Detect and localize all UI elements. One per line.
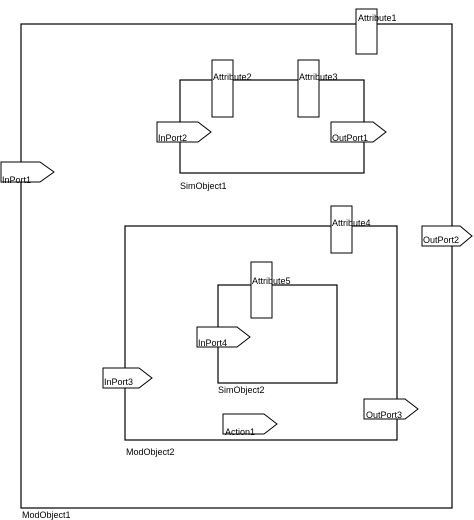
outport-3-label: OutPort3 xyxy=(366,410,402,420)
action-1-shape[interactable] xyxy=(222,413,278,435)
outport-2-shape[interactable] xyxy=(421,225,473,247)
attribute-box-2[interactable] xyxy=(211,59,234,118)
attribute-box-5[interactable] xyxy=(250,261,273,319)
attribute-label-4: Attribute4 xyxy=(332,218,371,228)
inport-4-label: InPort4 xyxy=(198,338,227,348)
outport-2-label: OutPort2 xyxy=(423,235,459,245)
inport-2-shape[interactable] xyxy=(156,121,212,143)
inport-3-shape[interactable] xyxy=(102,367,153,389)
attribute-label-3: Attribute3 xyxy=(299,72,338,82)
sim-object-1-label: SimObject1 xyxy=(180,181,227,191)
attribute-box-4[interactable] xyxy=(330,205,353,254)
inport-1-shape[interactable] xyxy=(0,161,55,183)
mod-object-inner-box[interactable] xyxy=(124,225,398,441)
inport-1-label: InPort1 xyxy=(2,175,31,185)
inport-2-label: InPort2 xyxy=(158,133,187,143)
outport-3-shape[interactable] xyxy=(363,398,419,420)
inport-3-label: InPort3 xyxy=(104,377,133,387)
attribute-label-1: Attribute1 xyxy=(358,13,397,23)
attribute-box-3[interactable] xyxy=(297,59,320,118)
mod-object-inner-label: ModObject2 xyxy=(126,447,175,457)
inport-4-shape[interactable] xyxy=(196,326,251,348)
mod-object-outer-box[interactable] xyxy=(20,23,453,509)
outport-1-label: OutPort1 xyxy=(332,133,368,143)
attribute-box-1[interactable] xyxy=(355,8,378,55)
action-1-label: Action1 xyxy=(225,427,255,437)
attribute-label-5: Attribute5 xyxy=(252,276,291,286)
outport-1-shape[interactable] xyxy=(330,121,387,143)
sim-object-2-label: SimObject2 xyxy=(218,385,265,395)
mod-object-outer-label: ModObject1 xyxy=(22,510,71,520)
attribute-label-2: Attribute2 xyxy=(213,72,252,82)
